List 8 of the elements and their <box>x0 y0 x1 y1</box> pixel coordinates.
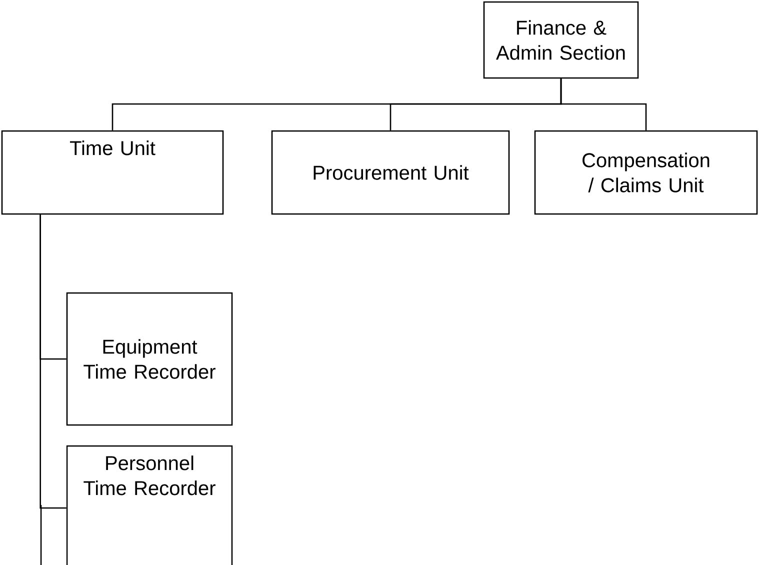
org-box: Personnel Time Recorder <box>66 445 233 565</box>
connector-line <box>40 214 66 509</box>
org-box: Compensation / Claims Unit <box>534 130 758 215</box>
connector-line <box>560 78 647 130</box>
org-box: Equipment Time Recorder <box>66 292 233 426</box>
org-box: Procurement Unit <box>271 130 510 215</box>
org-box: Time Unit <box>1 130 224 215</box>
org-box: Finance & Admin Section <box>483 1 639 79</box>
